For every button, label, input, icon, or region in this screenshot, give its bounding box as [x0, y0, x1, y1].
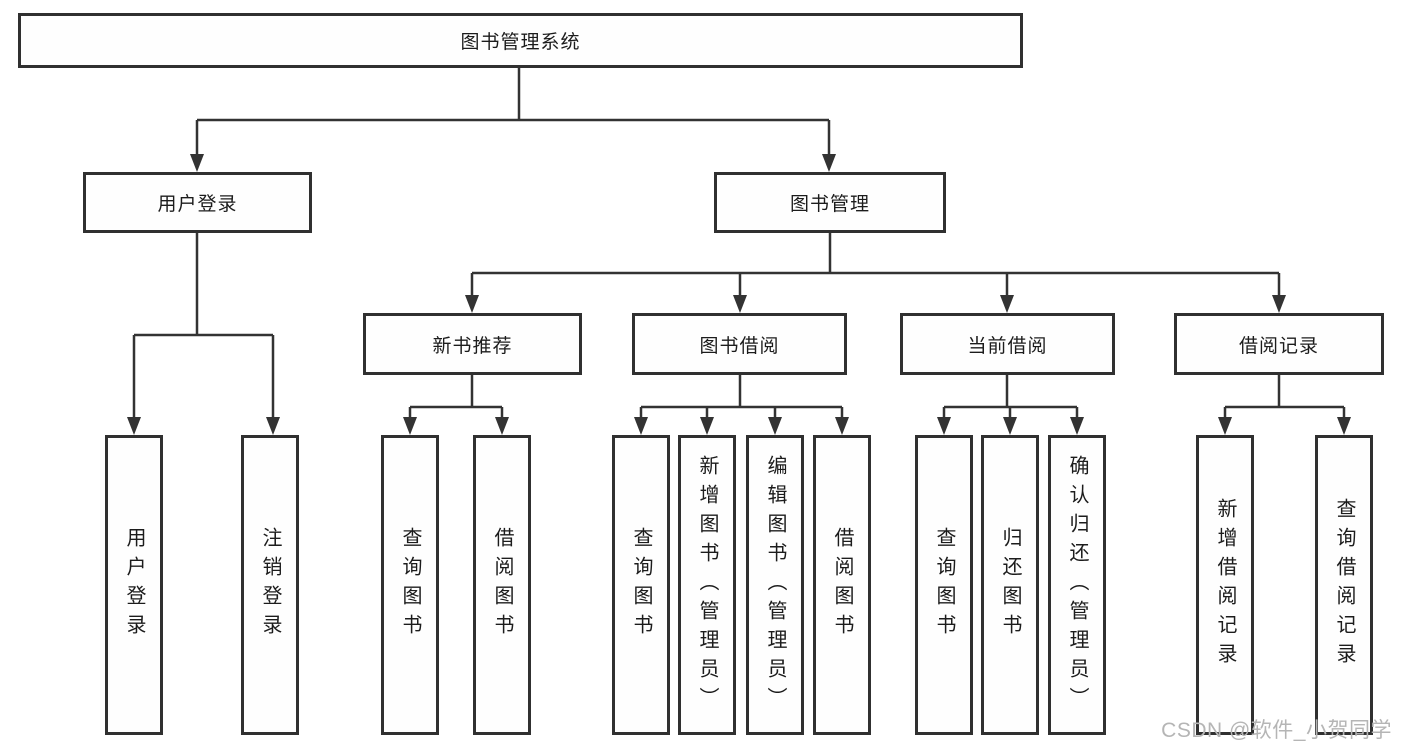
leaf-borrow-books-recommend: 借阅图书	[473, 435, 531, 735]
node-book-management: 图书管理	[714, 172, 946, 233]
node-new-book-recommend: 新书推荐	[363, 313, 582, 375]
node-current-borrow: 当前借阅	[900, 313, 1115, 375]
connector-book-borrow	[639, 375, 844, 421]
leaf-query-borrow-record: 查询借阅记录	[1315, 435, 1373, 735]
leaf-query-books-borrow: 查询图书	[612, 435, 670, 735]
connector-borrow-records	[1223, 375, 1346, 421]
connector-user-login	[132, 233, 275, 421]
node-library-management-system: 图书管理系统	[18, 13, 1023, 68]
connector-new-book-recommend	[408, 375, 504, 421]
node-book-borrow: 图书借阅	[632, 313, 847, 375]
node-borrow-records: 借阅记录	[1174, 313, 1384, 375]
leaf-query-books-current: 查询图书	[915, 435, 973, 735]
leaf-confirm-return-admin: 确认归还（管理员）	[1048, 435, 1106, 735]
node-user-login: 用户登录	[83, 172, 312, 233]
leaf-return-book: 归还图书	[981, 435, 1039, 735]
leaf-user-login: 用户登录	[105, 435, 163, 735]
connector-current-borrow	[942, 375, 1079, 421]
leaf-logout: 注销登录	[241, 435, 299, 735]
watermark-text: CSDN @软件_小贺同学	[1161, 719, 1392, 742]
leaf-add-borrow-record: 新增借阅记录	[1196, 435, 1254, 735]
leaf-add-book-admin: 新增图书（管理员）	[678, 435, 736, 735]
connector-root	[195, 67, 831, 158]
leaf-borrow-books: 借阅图书	[813, 435, 871, 735]
leaf-edit-book-admin: 编辑图书（管理员）	[746, 435, 804, 735]
leaf-query-books-recommend: 查询图书	[381, 435, 439, 735]
connector-book-management	[470, 233, 1281, 299]
